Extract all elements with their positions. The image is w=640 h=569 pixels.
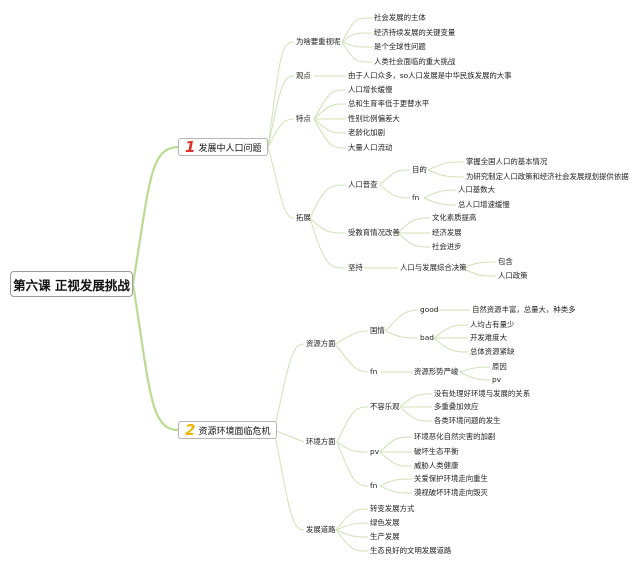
fn-node[interactable]: fn: [412, 193, 420, 202]
environment-node[interactable]: 环境方面: [306, 437, 336, 446]
leaf-node[interactable]: 大量人口流动: [348, 143, 393, 152]
resource-node[interactable]: 资源方面: [306, 339, 336, 348]
leaf-node[interactable]: 社会发展的主体: [374, 13, 426, 22]
branch-population-label: 发展中人口问题: [198, 143, 262, 154]
leaf-node[interactable]: 人类社会面临的重大挑战: [374, 57, 456, 66]
features-node[interactable]: 特点: [296, 114, 311, 123]
leaf-node[interactable]: 绿色发展: [370, 518, 400, 527]
leaf-node[interactable]: 漠视破坏环境走向毁灭: [414, 488, 488, 497]
leaf-node[interactable]: 总体资源紧缺: [470, 347, 515, 356]
leaf-node[interactable]: 没有处理好环境与发展的关系: [434, 389, 531, 398]
branch-population[interactable]: 1 发展中人口问题: [178, 137, 269, 156]
leaf-node[interactable]: 经济持续发展的关键变量: [374, 28, 456, 37]
severe-node[interactable]: 资源形势严峻: [414, 367, 459, 376]
census-node[interactable]: 人口普查: [348, 180, 378, 189]
pv-node[interactable]: pv: [370, 447, 380, 456]
leaf-node[interactable]: 威胁人类健康: [414, 461, 459, 470]
leaf-node[interactable]: 是个全球性问题: [374, 42, 426, 51]
number-2-badge: 2: [185, 420, 196, 439]
national-node[interactable]: 国情: [370, 326, 385, 335]
leaf-node[interactable]: 人口政策: [498, 271, 528, 280]
leaf-node[interactable]: 原因: [492, 362, 507, 371]
leaf-node[interactable]: 社会进步: [432, 242, 462, 251]
leaf-node[interactable]: 多重叠加效应: [434, 402, 479, 411]
leaf-node[interactable]: 生态良好的文明发展道路: [370, 546, 452, 555]
why-important-node[interactable]: 为啥要重视呢: [296, 37, 341, 46]
expand-node[interactable]: 拓展: [296, 213, 311, 222]
education-node[interactable]: 受教育情况改善: [348, 228, 400, 237]
not-ok-node[interactable]: 不容乐观: [370, 402, 400, 411]
leaf-node[interactable]: 性别比例偏差大: [348, 114, 400, 123]
fn-node[interactable]: fn: [370, 481, 378, 490]
leaf-node[interactable]: 人均占有量少: [470, 320, 515, 329]
leaf-node[interactable]: 文化素质提高: [432, 213, 477, 222]
leaf-node[interactable]: 掌握全国人口的基本情况: [466, 157, 548, 166]
leaf-node[interactable]: 由于人口众多，so人口发展是中华民族发展的大事: [348, 71, 512, 80]
leaf-node[interactable]: 总和生育率低于更替水平: [348, 99, 430, 108]
path-node[interactable]: 发展道路: [306, 525, 336, 534]
leaf-node[interactable]: 各类环境问题的发生: [434, 416, 501, 425]
insist-node[interactable]: 坚持: [348, 263, 363, 272]
leaf-node[interactable]: 环境恶化自然灾害的加剧: [414, 432, 496, 441]
leaf-node[interactable]: 转变发展方式: [370, 504, 415, 513]
leaf-node[interactable]: 人口基数大: [458, 185, 495, 194]
leaf-node[interactable]: 自然资源丰富，总量大，种类多: [472, 305, 576, 314]
branch-resources[interactable]: 2 资源环境面临危机: [178, 420, 278, 439]
policy-node[interactable]: 人口与发展综合决策: [400, 263, 467, 272]
leaf-node[interactable]: 总人口增速缓慢: [458, 200, 510, 209]
leaf-node[interactable]: 生产发展: [370, 532, 400, 541]
number-1-badge: 1: [185, 137, 196, 156]
leaf-node[interactable]: 为研究制定人口政策和经济社会发展规划提供依据: [466, 172, 629, 181]
good-node[interactable]: good: [420, 305, 439, 314]
fn-node[interactable]: fn: [370, 367, 378, 376]
viewpoint-node[interactable]: 观点: [296, 71, 311, 80]
leaf-node[interactable]: 经济发展: [432, 228, 462, 237]
leaf-node[interactable]: 人口增长缓慢: [348, 85, 393, 94]
leaf-node[interactable]: 开发难度大: [470, 333, 507, 342]
leaf-node[interactable]: 关爱保护环境走向重生: [414, 474, 488, 483]
bad-node[interactable]: bad: [420, 333, 434, 342]
root-topic[interactable]: 第六课 正视发展挑战: [10, 271, 133, 297]
leaf-node[interactable]: pv: [492, 375, 502, 384]
leaf-node[interactable]: 包含: [498, 257, 513, 266]
leaf-node[interactable]: 破坏生态平衡: [414, 447, 459, 456]
branch-resources-label: 资源环境面临危机: [198, 426, 271, 437]
purpose-node[interactable]: 目的: [412, 165, 427, 174]
leaf-node[interactable]: 老龄化加剧: [348, 128, 385, 137]
